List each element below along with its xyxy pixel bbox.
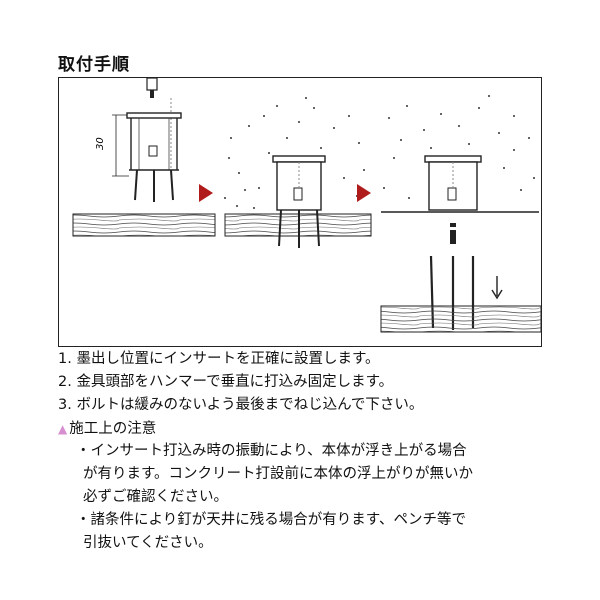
dimension-label: 30 <box>95 137 106 150</box>
caution-note-1: ・インサート打込み時の振動により、本体が浮き上がる場合 が有ります。コンクリート… <box>76 443 474 505</box>
next-step-arrow-2 <box>357 184 371 202</box>
page-title: 取付手順 <box>58 55 130 75</box>
warning-triangle-icon: ▲ <box>58 422 68 436</box>
installation-diagram: 30 <box>58 77 542 347</box>
hammer-icon <box>146 78 158 91</box>
panel-3-form-removed <box>380 95 542 333</box>
step-2: 2. 金具頭部をハンマーで垂直に打込み固定します。 <box>58 374 394 390</box>
procedure-steps: 1. 墨出し位置にインサートを正確に設置します。 2. 金具頭部をハンマーで垂直… <box>58 348 558 417</box>
next-step-arrow-1 <box>199 184 213 202</box>
down-arrow-icon <box>491 289 503 300</box>
step-3: 3. ボルトは緩みのないよう最後までねじ込んで下さい。 <box>58 397 424 413</box>
caution-heading: ▲施工上の注意 <box>58 421 157 437</box>
caution-note-2: ・諸条件により釘が天井に残る場合が有ります、ペンチ等で 引抜いてください。 <box>76 512 467 551</box>
panel-1-insert-placement: 30 <box>72 78 216 237</box>
panel-2-hammered-in <box>224 97 372 248</box>
step-1: 1. 墨出し位置にインサートを正確に設置します。 <box>58 351 380 367</box>
diagram-svg: 30 <box>72 78 542 333</box>
hammer-handle <box>150 90 154 98</box>
